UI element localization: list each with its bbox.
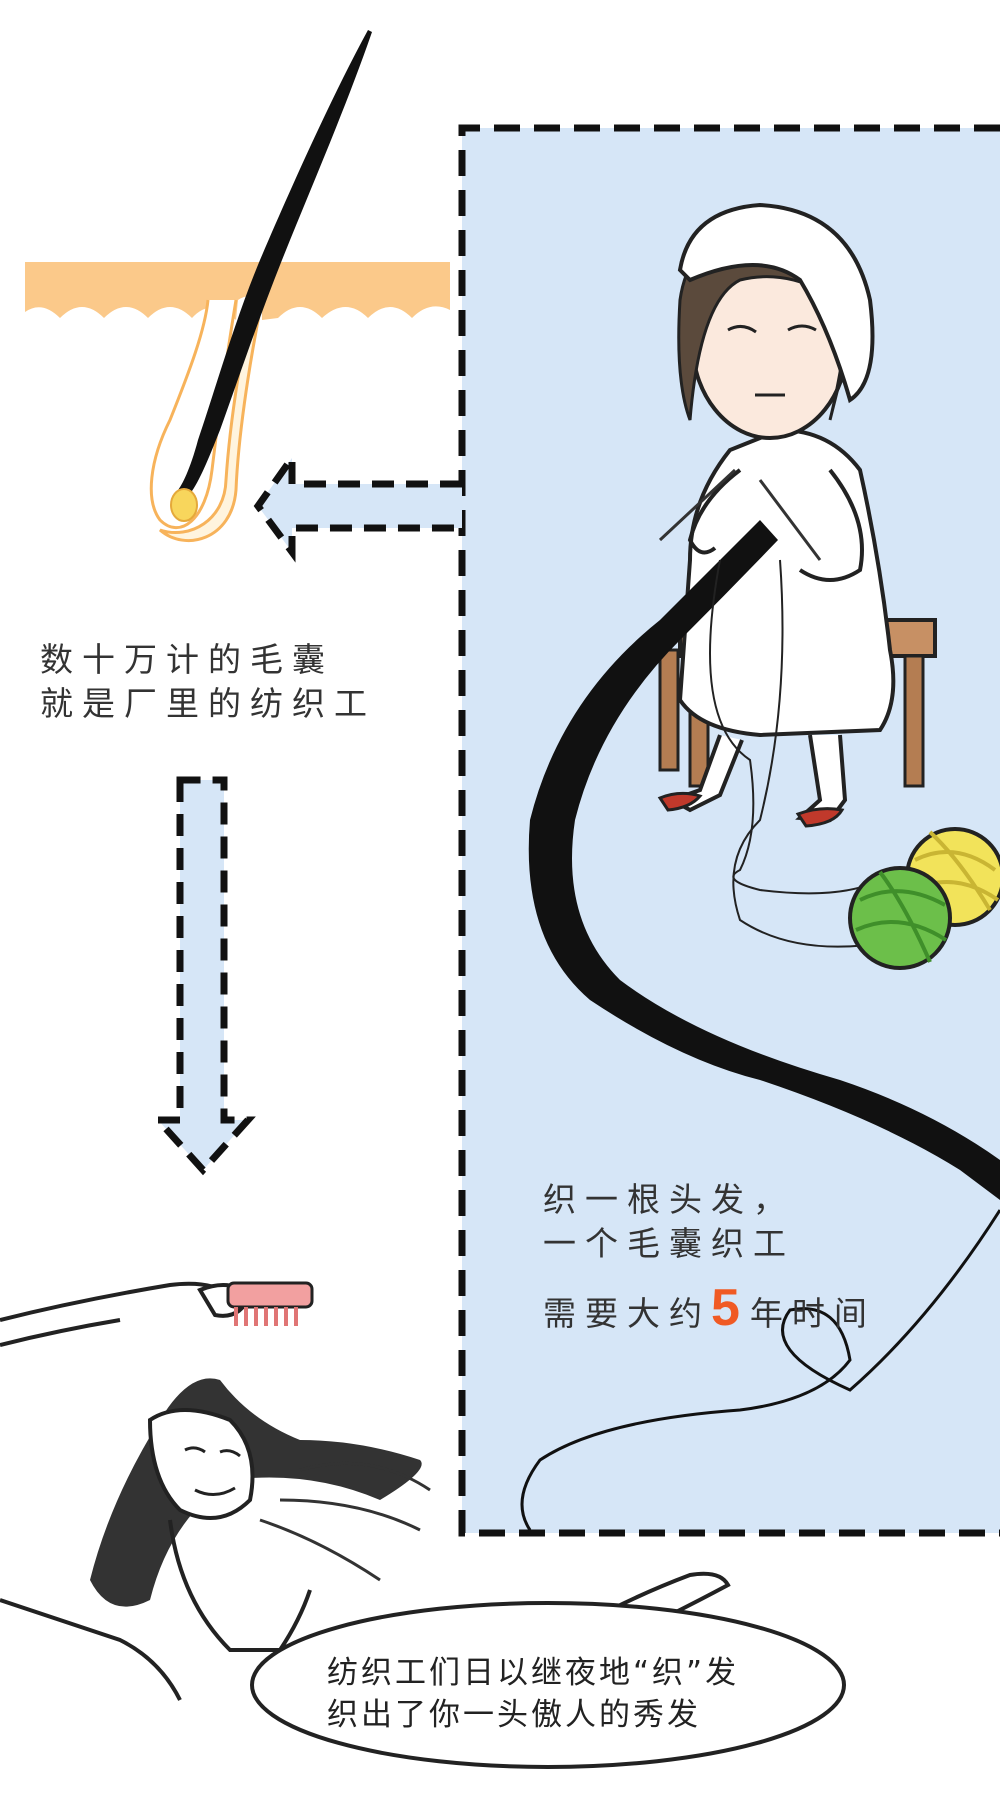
follicle-caption: 数十万计的毛囊 就是厂里的纺织工: [40, 638, 376, 726]
follicle-caption-line1: 数十万计的毛囊: [40, 640, 334, 679]
hair-follicle-illustration: [25, 30, 450, 543]
weaving-caption-after: 年时间: [749, 1294, 876, 1333]
speech-bubble-line1: 纺织工们日以继夜地“织”发: [327, 1655, 740, 1691]
weaving-caption-before: 需要大约: [543, 1294, 711, 1333]
comb-icon: [226, 1281, 314, 1326]
yarn-ball-icon: [848, 827, 1000, 970]
years-number: 5: [711, 1279, 740, 1337]
follicle-caption-line2: 就是厂里的纺织工: [40, 684, 376, 723]
dashed-arrow-down: [150, 776, 256, 1176]
flying-hair-woman-illustration: [0, 1281, 731, 1701]
weaving-caption-line2: 一个毛囊织工: [543, 1224, 795, 1263]
knitting-woman-illustration: [520, 202, 1000, 1531]
dashed-arrow-left: [253, 447, 462, 563]
speech-bubble: [250, 1601, 846, 1769]
speech-bubble-text: 纺织工们日以继夜地“织”发 织出了你一头傲人的秀发: [327, 1652, 807, 1736]
weaving-caption-line1: 织一根头发，: [543, 1180, 795, 1219]
speech-bubble-line2: 织出了你一头傲人的秀发: [327, 1697, 701, 1733]
